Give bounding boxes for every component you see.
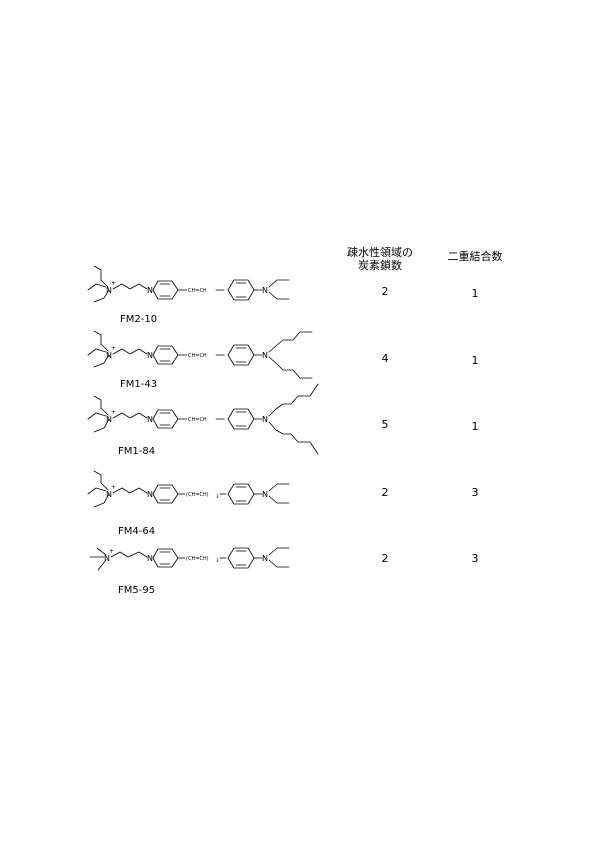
amine-n-label: N [262,490,268,499]
compound-name-fm5-95: FM5-95 [118,585,155,596]
carbon-chain-value: 2 [381,285,389,298]
carbon-chain-header-line1: 疎水性領域の [347,246,413,259]
ammonium-n-label: N [106,490,112,499]
double-bond-value: 1 [471,420,479,433]
pyridinium-n-label: N [147,286,153,295]
amine-n-label: N [262,554,268,563]
pyridinium-n-label: N [147,351,153,360]
ammonium-n-label: N [104,554,110,563]
linker-label: (CH=CH) [186,492,209,498]
ammonium-n-label: N [106,415,112,424]
structure-fm2-10: N + N CH=CH N [87,265,290,303]
ammonium-n-label: N [106,351,112,360]
carbon-chain-count-header: 疎水性領域の 炭素鎖数 [330,246,430,272]
ammonium-n-label: N [106,286,112,295]
amine-n-label: N [262,286,268,295]
pyridinium-n-label: N [147,490,153,499]
ammonium-charge: + [111,409,116,416]
structure-fm5-95: N + N (CH=CH) 3 N [89,547,290,571]
carbon-chain-value: 4 [381,352,389,365]
pyridinium-n-label: N [147,554,153,563]
pyridinium-n-label: N [147,415,153,424]
amine-n-label: N [262,415,268,424]
compound-name-fm1-84: FM1-84 [118,446,155,457]
compound-name-fm1-43: FM1-43 [120,379,157,390]
double-bond-value: 1 [471,354,479,367]
ammonium-charge: + [111,280,116,287]
amine-n-label: N [262,351,268,360]
double-bond-count-header: 二重結合数 [447,250,503,263]
structure-fm1-43: N + N CH=CH N [87,330,313,379]
linker-label: CH=CH [188,417,207,423]
double-bond-value: 3 [471,552,479,565]
linker-subscript: 3 [216,494,219,499]
structure-fm1-84: N + N CH=CH N [87,383,319,455]
structure-fm4-64: N + N (CH=CH) 3 N [87,470,290,508]
double-bond-value: 1 [471,287,479,300]
carbon-chain-value: 2 [381,486,389,499]
linker-label: CH=CH [188,288,207,294]
carbon-chain-header-line2: 炭素鎖数 [358,259,402,272]
ammonium-charge: + [109,548,114,555]
linker-label: CH=CH [188,353,207,359]
ammonium-charge: + [111,345,116,352]
carbon-chain-value: 2 [381,552,389,565]
double-bond-value: 3 [471,486,479,499]
ammonium-charge: + [111,484,116,491]
compound-name-fm2-10: FM2-10 [120,314,157,325]
carbon-chain-value: 5 [381,418,389,431]
linker-label: (CH=CH) [186,556,209,562]
linker-subscript: 3 [216,558,219,563]
compound-name-fm4-64: FM4-64 [118,526,155,537]
